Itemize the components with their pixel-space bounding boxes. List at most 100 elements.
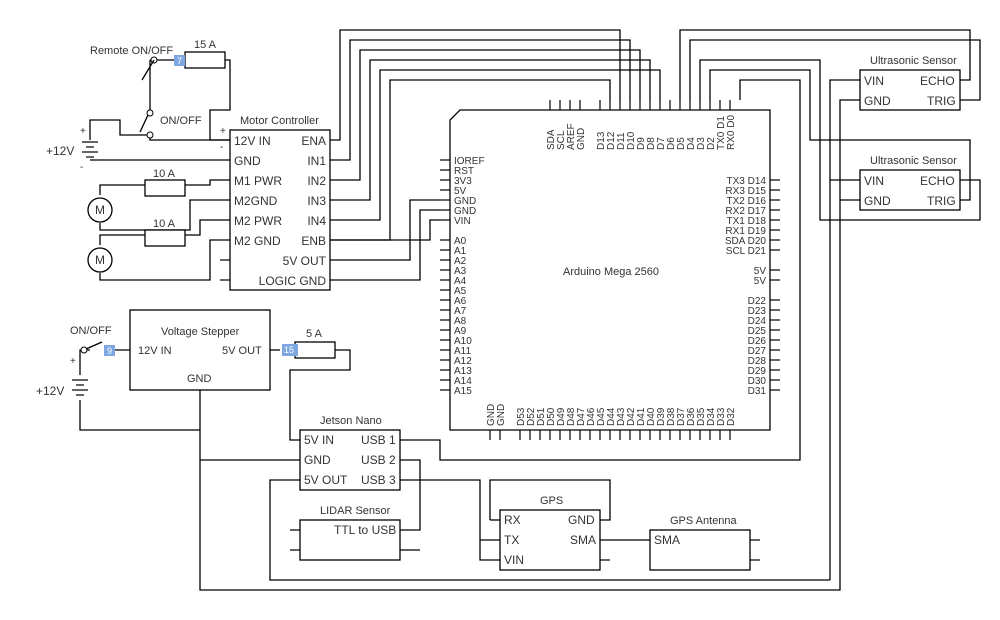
arduino-left-pin-label: A15 <box>454 386 472 397</box>
arduino-top-pin-label: D11 <box>616 132 627 150</box>
gps-title: GPS <box>540 495 563 507</box>
arduino-top-pin-label: D2 <box>706 137 717 150</box>
arduino-bottom-pin-label: D44 <box>606 407 617 426</box>
arduino-left-pin-label: A13 <box>454 366 472 377</box>
ultrasonic-1-gnd: GND <box>864 94 891 108</box>
arduino-top-pin-label: D3 <box>696 137 707 150</box>
jetson-box <box>299 429 401 491</box>
arduino-bottom-pin-label: GND <box>496 404 507 426</box>
arduino-bottom-pin-label: D45 <box>596 407 607 426</box>
voltage-stepper-box <box>129 309 271 391</box>
wire-m2-bottom <box>99 239 230 281</box>
mc-right-pin-label: IN2 <box>307 174 326 188</box>
mc-left-pin-label: M2 PWR <box>234 214 282 228</box>
wire-in2 <box>330 49 641 181</box>
battery-icon <box>82 141 98 158</box>
wire-vin <box>330 219 440 241</box>
ultrasonic-1-vin: VIN <box>864 74 884 88</box>
arduino-bottom-pin-label: GND <box>486 404 497 426</box>
wire-gps-gnd <box>489 479 611 521</box>
gps-gnd: GND <box>568 513 595 527</box>
arduino-right-pin-label: D31 <box>748 386 767 397</box>
arduino-left-pin-label: A4 <box>454 276 467 287</box>
wire-in3 <box>330 59 651 201</box>
arduino-top-pin-label: RX0 D0 <box>726 115 737 150</box>
wire-ena <box>330 29 621 141</box>
remote-switch-lever <box>141 59 155 81</box>
arduino-bottom-pin-label: D38 <box>666 407 677 426</box>
wire-in4 <box>330 69 661 221</box>
motor-controller-box <box>229 129 331 291</box>
arduino-top-pin-label: D9 <box>636 137 647 150</box>
jetson-nano: Jetson Nano 5V IN GND 5V OUT USB 1 USB 2… <box>299 415 401 491</box>
arduino-right-pin-label: TX1 D18 <box>727 216 767 227</box>
arduino-left-pin-label: A2 <box>454 256 467 267</box>
arduino-right-pin-label: D30 <box>748 376 767 387</box>
arduino-title: Arduino Mega 2560 <box>563 266 659 278</box>
arduino-bottom-pin-label: D41 <box>636 407 647 426</box>
remote-switch-label: Remote ON/OFF <box>90 45 173 57</box>
arduino-left-pin-label: 5V <box>454 186 467 197</box>
jetson-5v-in: 5V IN <box>304 433 334 447</box>
wire-batt-plus <box>89 119 150 140</box>
arduino-bottom-pin-label: D47 <box>576 407 587 426</box>
arduino-top-pin-label: D10 <box>626 131 637 150</box>
main-switch-label: ON/OFF <box>160 115 202 127</box>
ultrasonic-2-vin: VIN <box>864 174 884 188</box>
arduino-bottom-pin-label: D37 <box>676 407 687 426</box>
arduino-left-pin-label: A0 <box>454 236 467 247</box>
arduino-bottom-pin-label: D53 <box>516 407 527 426</box>
wire-gps-vin <box>479 540 500 561</box>
arduino-bottom-pin-label: D40 <box>646 407 657 426</box>
wire-step-batt <box>79 349 90 375</box>
gps-antenna-title: GPS Antenna <box>670 515 738 527</box>
lidar-ttl-usb: TTL to USB <box>334 523 396 537</box>
wire-us1-echo <box>679 29 971 100</box>
gps-antenna-sma: SMA <box>654 533 680 547</box>
battery-minus: - <box>80 162 83 173</box>
jetson-5v-out: 5V OUT <box>304 473 348 487</box>
stepper-battery-label: +12V <box>36 384 64 398</box>
wires <box>79 29 981 591</box>
arduino-left-pin-label: A3 <box>454 266 467 277</box>
voltage-stepper-out: 5V OUT <box>222 345 262 357</box>
arduino-top-pin-label: D13 <box>596 131 607 150</box>
arduino-right-pin-label: D29 <box>748 366 767 377</box>
main-switch-lever <box>139 114 149 133</box>
arduino-bottom-pin-label: D32 <box>726 407 737 426</box>
arduino-top-pin-label: D4 <box>686 137 697 150</box>
arduino-right-pin-label: 5V <box>754 276 767 287</box>
arduino-left-pin-label: GND <box>454 206 476 217</box>
fuse-10a-top <box>144 179 186 197</box>
arduino-bottom-pin-label: D42 <box>626 407 637 426</box>
mc-left-pin-label: M2 GND <box>234 234 281 248</box>
wire-m2-top <box>99 219 230 245</box>
arduino-right-pin-label: SCL D21 <box>726 246 767 257</box>
arduino-bottom-pin-label: D43 <box>616 407 627 426</box>
arduino-right-pin-label: D26 <box>748 336 767 347</box>
arduino-left-pin-label: IOREF <box>454 156 485 167</box>
mc-right-pin-label: ENA <box>301 134 326 148</box>
arduino-right-pin-label: TX3 D14 <box>727 176 767 187</box>
fuse-10a-bottom <box>144 229 186 247</box>
fuse-15a-label: 15 A <box>194 39 217 51</box>
voltage-stepper-gnd: GND <box>187 373 212 385</box>
arduino-bottom-pin-label: D35 <box>696 407 707 426</box>
switch-contact <box>146 131 154 139</box>
mc-right-pin-label: IN3 <box>307 194 326 208</box>
fuse-5a-badge <box>282 344 298 356</box>
wire-us1-trig <box>689 39 981 101</box>
wire-5v-jetson <box>289 349 351 441</box>
arduino-bottom-pin-label: D36 <box>686 407 697 426</box>
ultrasonic-sensor-1: Ultrasonic Sensor VIN ECHO GND TRIG <box>859 55 961 111</box>
ultrasonic-1-trig: TRIG <box>927 94 956 108</box>
arduino-top-pin-label: D12 <box>606 131 617 150</box>
wire-us2-echo <box>699 59 981 221</box>
arduino-top-pin-label: D7 <box>656 137 667 150</box>
arduino-top-pin-label: SDA <box>546 129 557 150</box>
stepper-badge-text: 9 <box>107 346 112 356</box>
